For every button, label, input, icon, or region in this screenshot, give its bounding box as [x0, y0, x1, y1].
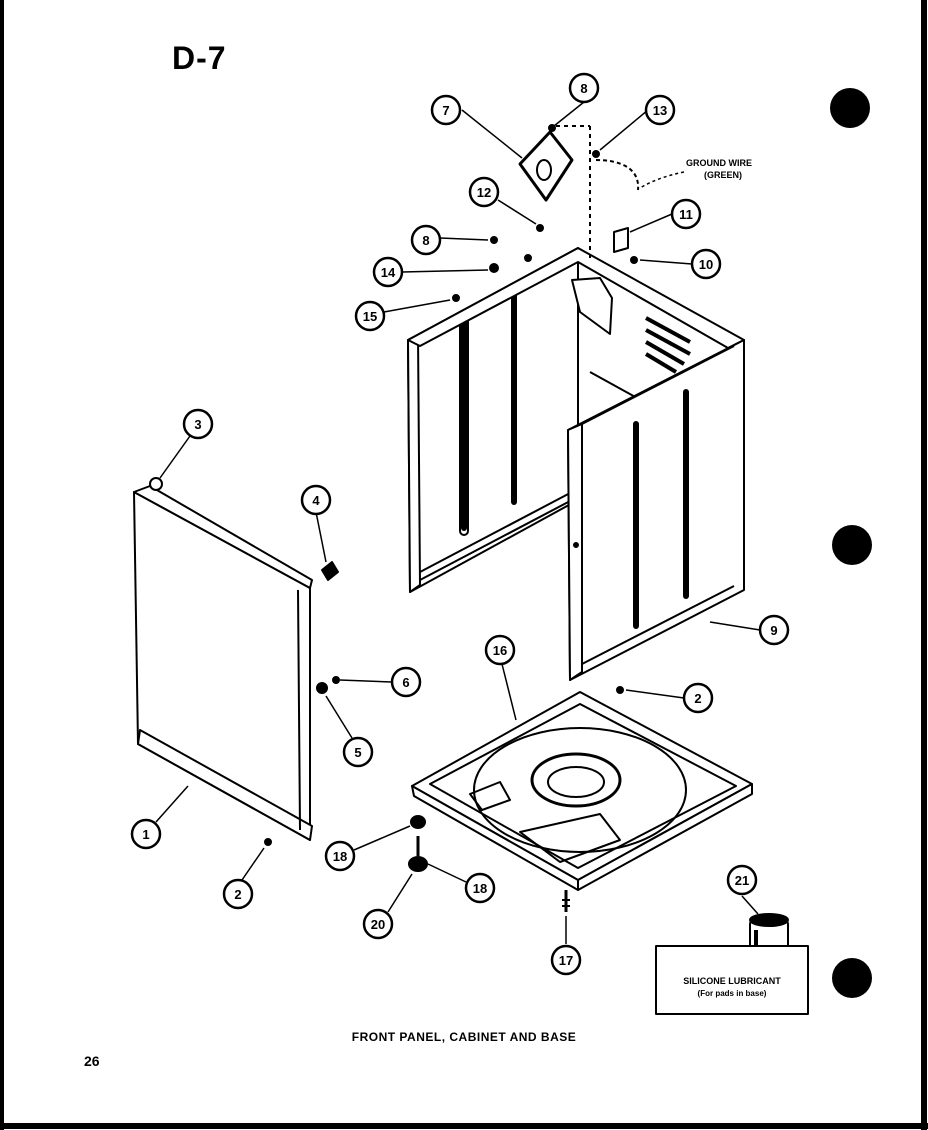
callout-circles	[130, 72, 790, 976]
callout-circle-16	[484, 634, 516, 666]
callout-circle-20	[362, 908, 394, 940]
callout-circle-7	[430, 94, 462, 126]
callout-11: 11	[679, 207, 693, 222]
callout-circle-13	[644, 94, 676, 126]
callout-circle-4	[300, 484, 332, 516]
silicone-lubricant-label: SILICONE LUBRICANT	[683, 976, 781, 986]
silicone-lubricant-note: (For pads in base)	[697, 989, 767, 998]
callout-circle-17	[550, 944, 582, 976]
callout-2a: 2	[694, 691, 701, 706]
callout-20: 20	[371, 917, 385, 932]
callout-8a: 8	[580, 81, 587, 96]
callout-circle-18b	[464, 872, 496, 904]
callout-21: 21	[735, 873, 749, 888]
callout-16: 16	[493, 643, 507, 658]
cabinet	[407, 247, 745, 681]
diagram-caption: FRONT PANEL, CABINET AND BASE	[351, 1030, 577, 1044]
callout-8b: 8	[422, 233, 429, 248]
callout-circle-11	[670, 198, 702, 230]
callout-18a: 18	[333, 849, 347, 864]
page-number: 26	[84, 1053, 100, 1069]
callout-circle-6	[390, 666, 422, 698]
binder-hole-top	[830, 88, 870, 128]
callout-circle-8a	[568, 72, 600, 104]
callout-6: 6	[402, 675, 409, 690]
callout-2b: 2	[234, 887, 241, 902]
callout-circle-2b	[222, 878, 254, 910]
diagram-code: D-7	[172, 40, 227, 76]
ground-wire-label: GROUND WIRE	[686, 158, 752, 168]
base	[411, 691, 753, 891]
callout-circle-15	[354, 300, 386, 332]
callout-circle-9	[758, 614, 790, 646]
front-panel	[133, 485, 313, 841]
leader-lines	[155, 101, 761, 944]
callout-circle-3	[182, 408, 214, 440]
callout-circle-14	[372, 256, 404, 288]
callout-circle-1	[130, 818, 162, 850]
callout-circle-8b	[410, 224, 442, 256]
callout-circle-5	[342, 736, 374, 768]
callout-circle-18a	[324, 840, 356, 872]
callout-1: 1	[142, 827, 149, 842]
callout-4: 4	[312, 493, 320, 508]
callout-3: 3	[194, 417, 201, 432]
callout-13: 13	[653, 103, 667, 118]
binder-hole-middle	[832, 525, 872, 565]
callout-7: 7	[442, 103, 449, 118]
callout-10: 10	[699, 257, 713, 272]
callout-14: 14	[381, 265, 396, 280]
callout-12: 12	[477, 185, 491, 200]
ground-wire-color-label: (GREEN)	[704, 170, 742, 180]
callout-circle-10	[690, 248, 722, 280]
callout-17: 17	[559, 953, 573, 968]
callout-5: 5	[354, 745, 361, 760]
callout-18b: 18	[473, 881, 487, 896]
silicone-note-box	[655, 945, 809, 1015]
binder-hole-bottom	[832, 958, 872, 998]
callout-9: 9	[770, 623, 777, 638]
callout-circle-21	[726, 864, 758, 896]
callout-circle-2a	[682, 682, 714, 714]
callout-15: 15	[363, 309, 377, 324]
callout-circle-12	[468, 176, 500, 208]
